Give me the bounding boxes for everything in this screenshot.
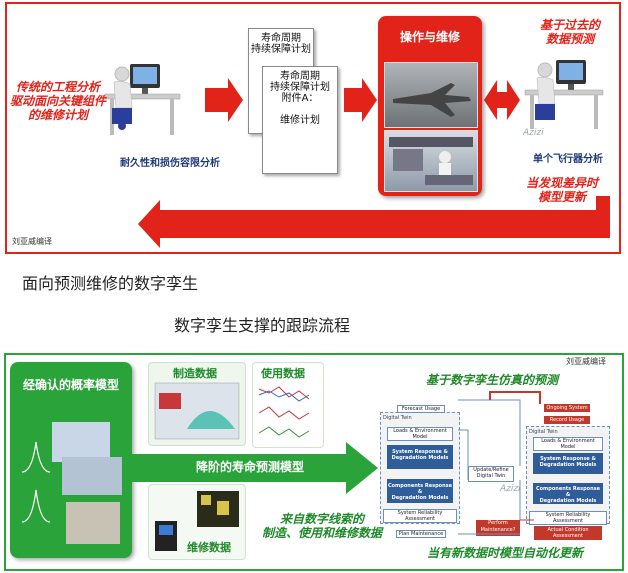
translator-credit-top: 刘亚威编译: [12, 237, 52, 246]
caption-tracking-process: 数字孪生支撑的跟踪流程: [174, 316, 351, 335]
translator-credit-bottom: 刘亚威编译: [566, 357, 606, 366]
sim-prediction-title: 基于数字孪生仿真的预测: [425, 373, 558, 387]
system-response-right: System Response & Degradation Models: [533, 453, 603, 474]
probabilistic-model-box: 经确认的概率模型: [10, 362, 132, 558]
engineer-left-icon: [104, 64, 181, 135]
ops-maintenance-box: 操作与维修: [378, 16, 482, 196]
traditional-analysis-text: 传统的工程分析 驱动面向关键组件 的维修计划: [9, 80, 106, 122]
component-response-left: Components Response & Degradation Models: [387, 479, 453, 503]
ops-maintenance-title: 操作与维修: [399, 30, 460, 44]
model-update-text: 当发现差异时 模型更新: [525, 176, 598, 204]
azizi-watermark: Azizi: [523, 128, 544, 138]
digital-twin-label: Digital Twin: [383, 415, 412, 421]
update-refine-box: Update/Refine Digital Twin: [468, 466, 514, 482]
caption-predictive-maintenance: 面向预测维修的数字孪生: [22, 274, 199, 293]
digital-twin-left-box: Forecast Usage Digital Twin Loads & Envi…: [380, 405, 460, 524]
digital-thread-text: 来自数字线索的 制造、使用和维修数据: [261, 512, 382, 540]
arrow-right-2: [344, 78, 377, 122]
usage-chart-icon: [258, 386, 310, 438]
ongoing-system-box: Ongoing System: [544, 404, 590, 412]
usage-data-box: 使用数据: [252, 362, 324, 448]
fighter-jet-photo: [384, 62, 478, 128]
engineer-right-icon: [524, 60, 604, 129]
actual-condition-box: Actual Condition Assessment: [534, 526, 602, 540]
perform-maintenance-box: Perform Maintenance?: [476, 520, 520, 536]
plan-maintenance-box: Plan Maintenance: [396, 530, 446, 538]
arrow-right-1: [205, 78, 243, 122]
return-arrow: [138, 196, 610, 248]
reduced-model-arrow: [132, 442, 378, 494]
maintenance-device-icon: [155, 491, 239, 551]
digital-twin-right-box: Digital Twin Loads & Environment Model S…: [526, 426, 610, 525]
jet-icon: [393, 83, 471, 117]
twin-connectors: [458, 391, 541, 535]
loads-env-model-left: Loads & Environment Model: [387, 427, 453, 441]
prob-model-graphics: [21, 422, 122, 544]
durability-analysis-label: 耐久性和损伤容限分析: [120, 158, 220, 169]
maintenance-data-label: 维修数据: [187, 541, 231, 554]
maintenance-hangar-icon: [389, 137, 473, 185]
component-response-right: Components Response & Degradation Models: [533, 483, 603, 504]
top-panel-frame: [5, 2, 621, 254]
single-aircraft-label: 单个飞行器分析: [533, 154, 603, 165]
azizi-watermark-bottom: Azizi: [500, 484, 521, 494]
manufacturing-chart-icon: [154, 382, 240, 440]
bottom-panel-frame: [4, 353, 624, 571]
system-response-left: System Response & Degradation Models: [387, 445, 453, 469]
maintenance-photo: [384, 130, 478, 192]
probabilistic-model-title: 经确认的概率模型: [22, 378, 119, 392]
digital-twin-label-right: Digital Twin: [529, 429, 558, 435]
manufacturing-data-box: 制造数据: [148, 362, 246, 446]
record-usage-box: Record Usage: [544, 416, 590, 424]
forecast-usage-box: Forecast Usage: [397, 405, 445, 413]
maintenance-data-box: 维修数据: [148, 484, 246, 560]
past-data-prediction-text: 基于过去的 数据预测: [539, 18, 600, 46]
top-panel-graphics: [104, 60, 610, 248]
double-arrow: [484, 80, 520, 120]
loads-env-model-right: Loads & Environment Model: [533, 437, 603, 451]
reduced-model-label: 降阶的寿命预测模型: [195, 460, 304, 474]
manufacturing-data-label: 制造数据: [173, 367, 217, 380]
auto-update-text: 当有新数据时模型自动化更新: [426, 546, 583, 560]
usage-data-label: 使用数据: [261, 367, 305, 380]
maintenance-plan-doc: 寿命周期 持续保障计划 附件A： 维修计划: [262, 66, 338, 174]
reliability-right: System Reliability Assessment: [529, 511, 607, 525]
reliability-left: System Reliability Assessment: [383, 509, 457, 523]
